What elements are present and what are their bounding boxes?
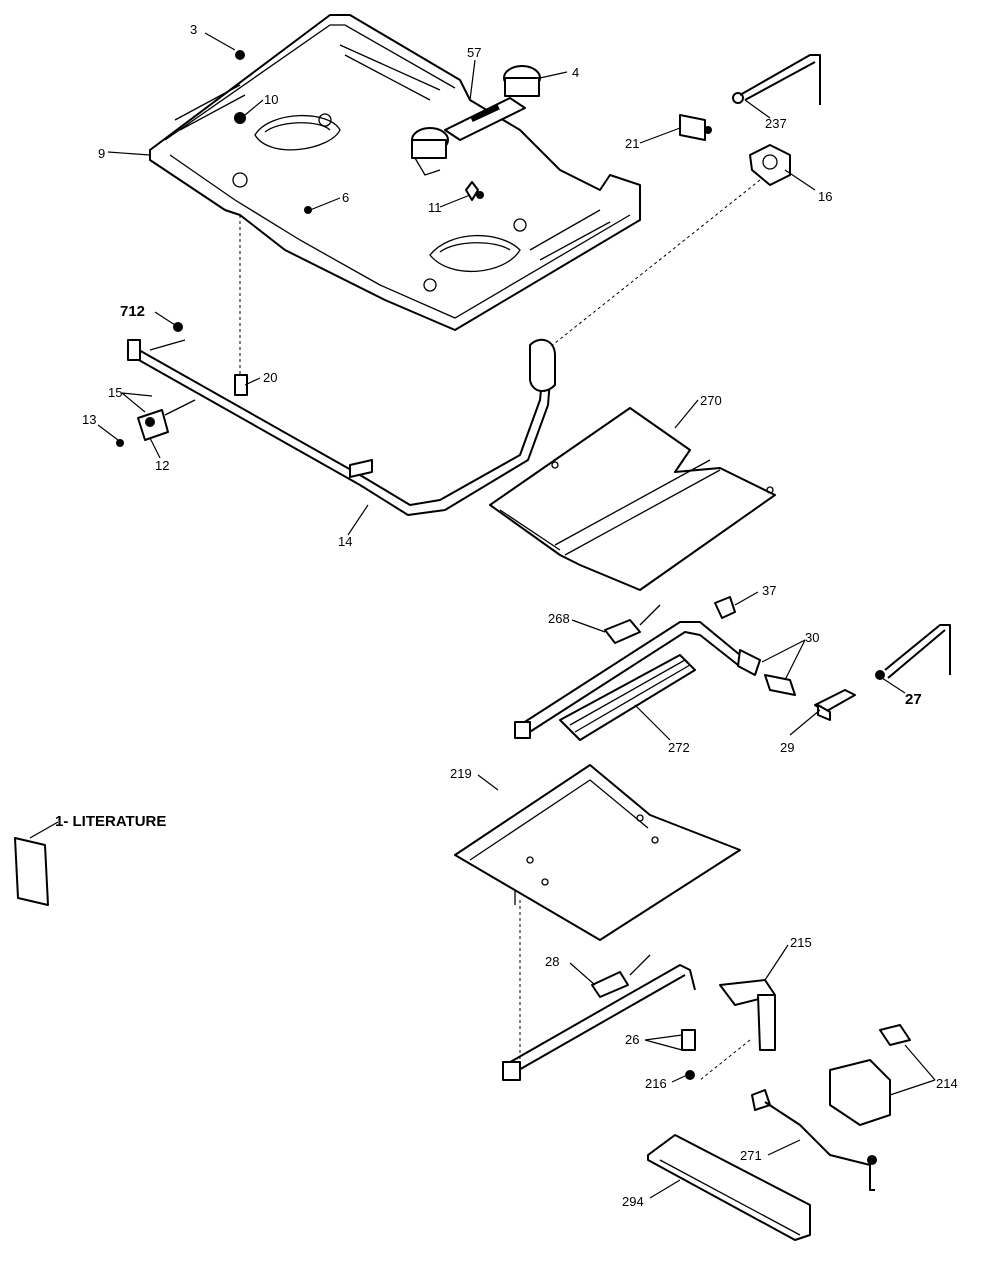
clip-37 bbox=[714, 596, 736, 619]
label-4: 4 bbox=[572, 65, 579, 80]
label-3: 3 bbox=[190, 22, 197, 37]
label-20: 20 bbox=[263, 370, 277, 385]
broil-burner bbox=[502, 954, 776, 1111]
plate-219 bbox=[454, 764, 741, 941]
label-13: 13 bbox=[82, 412, 96, 427]
lower-burner bbox=[514, 604, 951, 741]
label-216: 216 bbox=[645, 1076, 667, 1091]
left-valve bbox=[116, 399, 196, 447]
label-21: 21 bbox=[625, 136, 639, 151]
label-270: 270 bbox=[700, 393, 722, 408]
literature-booklet bbox=[14, 837, 49, 906]
baffle-270 bbox=[489, 407, 776, 591]
top-right-parts bbox=[539, 54, 821, 356]
label-268: 268 bbox=[548, 611, 570, 626]
label-272: 272 bbox=[668, 740, 690, 755]
label-15: 15 bbox=[108, 385, 122, 400]
label-6: 6 bbox=[342, 190, 349, 205]
label-14: 14 bbox=[338, 534, 352, 549]
label-10: 10 bbox=[264, 92, 278, 107]
label-712: 712 bbox=[120, 303, 145, 320]
leader-lines bbox=[29, 32, 936, 1199]
label-219: 219 bbox=[450, 766, 472, 781]
burner-manifold bbox=[127, 322, 556, 516]
label-215: 215 bbox=[790, 935, 812, 950]
label-11: 11 bbox=[428, 200, 442, 215]
part-labels: 3 57 4 10 9 6 11 21 237 16 712 20 15 13 … bbox=[55, 22, 958, 1209]
label-30: 30 bbox=[805, 630, 819, 645]
base-frame bbox=[149, 14, 641, 331]
valve-214 bbox=[764, 1024, 911, 1191]
label-26: 26 bbox=[625, 1032, 639, 1047]
label-214: 214 bbox=[936, 1076, 958, 1091]
top-fasteners bbox=[234, 50, 484, 214]
label-237: 237 bbox=[765, 116, 787, 131]
label-27: 27 bbox=[905, 691, 922, 708]
label-28: 28 bbox=[545, 954, 559, 969]
label-16: 16 bbox=[818, 189, 832, 204]
label-57: 57 bbox=[467, 45, 481, 60]
label-37: 37 bbox=[762, 583, 776, 598]
label-literature: 1- LITERATURE bbox=[55, 813, 166, 830]
label-29: 29 bbox=[780, 740, 794, 755]
shield-294 bbox=[647, 1134, 811, 1241]
label-12: 12 bbox=[155, 458, 169, 473]
label-271: 271 bbox=[740, 1148, 762, 1163]
top-valves bbox=[411, 65, 541, 176]
label-9: 9 bbox=[98, 146, 105, 161]
label-294: 294 bbox=[622, 1194, 644, 1209]
